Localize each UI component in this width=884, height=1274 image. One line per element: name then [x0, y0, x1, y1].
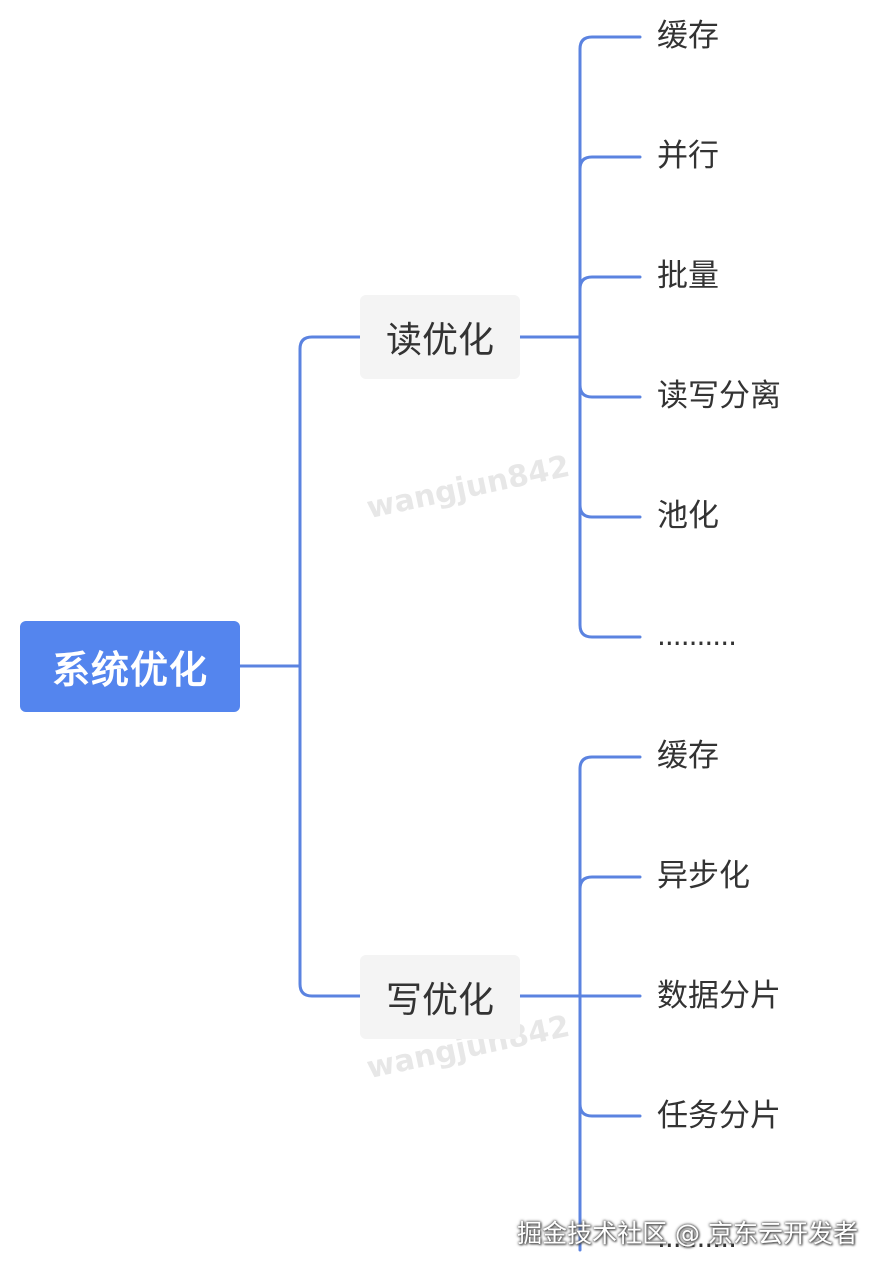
leaf-node[interactable]: .......... — [657, 619, 737, 652]
root-node[interactable]: 系统优化 — [20, 621, 240, 712]
branch-1-edge-3 — [578, 275, 642, 291]
leaf-node[interactable]: 并行 — [657, 138, 719, 174]
branch-2-edge-4 — [578, 1102, 642, 1118]
branch-2-edge-2 — [578, 875, 642, 891]
branch-2-trunk — [578, 755, 642, 1252]
branch-1-edge-2 — [578, 155, 642, 171]
leaf-node[interactable]: 任务分片 — [657, 1098, 781, 1134]
branch-node-write[interactable]: 写优化 — [360, 955, 520, 1039]
branch-1-edge-4 — [578, 383, 642, 399]
leaf-node[interactable]: 读写分离 — [657, 378, 781, 414]
branch-node-read[interactable]: 读优化 — [360, 295, 520, 379]
root-trunk — [298, 335, 362, 998]
leaf-node[interactable]: 批量 — [657, 258, 719, 294]
leaf-node[interactable]: 池化 — [657, 498, 719, 534]
leaf-node[interactable]: 异步化 — [657, 858, 750, 894]
leaf-node[interactable]: .......... — [657, 1221, 737, 1254]
branch-1-trunk — [578, 35, 642, 639]
footer-credit: 掘金技术社区 @ 京东云开发者 — [517, 1219, 858, 1248]
leaf-node[interactable]: 缓存 — [657, 18, 719, 54]
leaf-node[interactable]: 数据分片 — [657, 978, 781, 1014]
branch-1-edge-5 — [578, 503, 642, 519]
leaf-node[interactable]: 缓存 — [657, 738, 719, 774]
